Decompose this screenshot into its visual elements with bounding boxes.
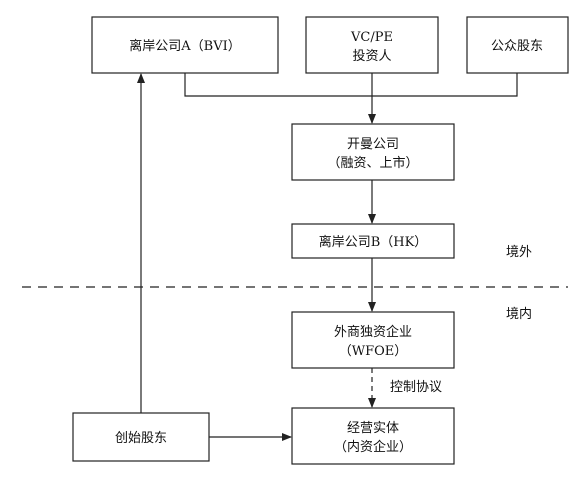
node-founder-label: 创始股东 [115,431,167,446]
label-control-agreement: 控制协议 [390,380,442,395]
node-operating-entity-label-line2: （内资企业） [334,439,412,455]
node-vcpe-label-line2: 投资人 [352,48,391,64]
node-founder: 创始股东 [72,412,210,462]
node-vcpe: VC/PE 投资人 [305,16,439,74]
node-vcpe-label-line1: VC/PE [350,30,393,45]
node-offshore-a: 离岸公司A（BVI） [91,16,279,74]
node-offshore-b-label: 离岸公司B（HK） [319,234,428,250]
node-public-shareholders-label: 公众股东 [491,39,543,54]
node-cayman: 开曼公司 （融资、上市） [291,123,455,181]
node-offshore-b: 离岸公司B（HK） [291,223,455,259]
node-offshore-a-label: 离岸公司A（BVI） [129,38,240,54]
node-cayman-label-line2: （融资、上市） [327,155,418,171]
label-onshore: 境内 [506,306,532,322]
node-wfoe-label-line2: （WFOE） [339,344,408,359]
node-cayman-label-line1: 开曼公司 [347,137,399,152]
node-public-shareholders: 公众股东 [466,16,569,74]
node-operating-entity: 经营实体 （内资企业） [291,407,455,465]
label-offshore: 境外 [506,245,532,260]
node-operating-entity-label-line1: 经营实体 [347,421,399,436]
node-wfoe: 外商独资企业 （WFOE） [291,311,455,369]
node-wfoe-label-line1: 外商独资企业 [334,324,412,340]
connector-top-bus [184,73,518,97]
